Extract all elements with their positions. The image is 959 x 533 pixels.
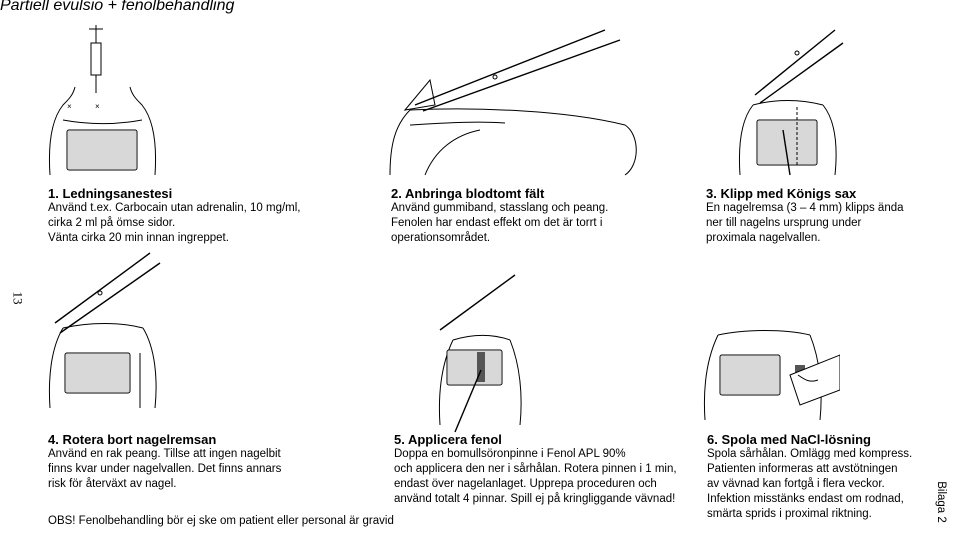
step-line: operationsområdet.: [391, 232, 491, 244]
step-line: Patienten informeras att avstötningen: [707, 463, 898, 475]
step-5-phenol: 5. Applicera fenol Doppa en bomullsöronp…: [394, 432, 677, 507]
step-heading: 2. Anbringa blodtomt fält: [391, 186, 545, 201]
step-line: av vävnad kan fortgå i flera veckor.: [707, 478, 885, 490]
step-6-rinse: 6. Spola med NaCl-lösning Spola sårhålan…: [707, 432, 912, 522]
rotate-strip-illustration: [45, 248, 165, 413]
apply-phenol-illustration: [435, 270, 525, 435]
tourniquet-illustration: [385, 25, 640, 180]
svg-text:×: ×: [67, 102, 72, 111]
step-line: Fenolen har endast effekt om det är torr…: [391, 217, 603, 229]
step-line: risk för återväxt av nagel.: [48, 478, 177, 490]
step-heading: 4. Rotera bort nagelremsan: [48, 432, 217, 447]
step-line: smärta sprids i proximal riktning.: [707, 508, 872, 520]
step-line: Använd t.ex. Carbocain utan adrenalin, 1…: [48, 202, 301, 214]
step-line: och applicera den ner i sårhålan. Rotera…: [394, 463, 677, 475]
step-line: använd totalt 4 pinnar. Spill ej på krin…: [394, 493, 676, 505]
step-line: finns kvar under nagelvallen. Det finns …: [48, 463, 282, 475]
step-1-anesthesia: 1. Ledningsanestesi Använd t.ex. Carboca…: [48, 186, 301, 246]
step-line: Använd gummiband, stasslang och peang.: [391, 202, 609, 214]
step-line: endast över nagelanlaget. Upprepa proced…: [394, 478, 657, 490]
page-number: 13: [10, 291, 26, 305]
anesthesia-illustration: × ×: [45, 25, 160, 180]
step-4-rotate: 4. Rotera bort nagelremsan Använd en rak…: [48, 432, 281, 492]
step-heading: 3. Klipp med Königs sax: [706, 186, 857, 201]
page-title: Partiell evulsio + fenolbehandling: [0, 0, 235, 14]
step-heading: 6. Spola med NaCl-lösning: [707, 432, 871, 447]
step-line: ner till nagelns ursprung under: [706, 217, 862, 229]
step-line: En nagelremsa (3 – 4 mm) klipps ända: [706, 202, 904, 214]
step-heading: 1. Ledningsanestesi: [48, 186, 173, 201]
step-line: Vänta cirka 20 min innan ingreppet.: [48, 232, 229, 244]
obs-warning: OBS! Fenolbehandling bör ej ske om patie…: [48, 515, 394, 527]
svg-text:×: ×: [95, 102, 100, 111]
step-2-tourniquet: 2. Anbringa blodtomt fält Använd gummiba…: [391, 186, 608, 246]
step-line: cirka 2 ml på ömse sidor.: [48, 217, 176, 229]
step-line: Spola sårhålan. Omlägg med kompress.: [707, 448, 913, 460]
step-line: Använd en rak peang. Tillse att ingen na…: [48, 448, 281, 460]
step-heading: 5. Applicera fenol: [394, 432, 502, 447]
step-line: proximala nagelvallen.: [706, 232, 821, 244]
step-line: Doppa en bomullsöronpinne i Fenol APL 90…: [394, 448, 626, 460]
appendix-label: Bilaga 2: [934, 481, 947, 523]
step-line: Infektion misstänks endast om rodnad,: [707, 493, 904, 505]
rinse-illustration: [700, 265, 840, 425]
step-3-scissors: 3. Klipp med Königs sax En nagelremsa (3…: [706, 186, 904, 246]
scissors-illustration: [735, 25, 845, 180]
